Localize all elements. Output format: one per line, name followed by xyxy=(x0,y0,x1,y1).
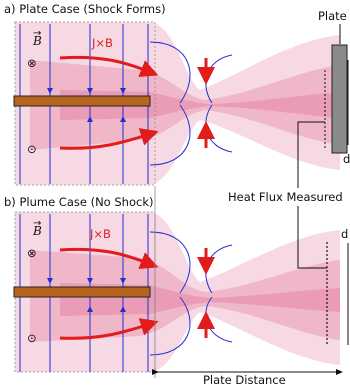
b-field-label-a: B xyxy=(32,34,42,48)
svg-text:→: → xyxy=(33,28,41,39)
into-page-symbol-a: ⊗ xyxy=(27,56,37,70)
plate-distance-label: Plate Distance xyxy=(203,373,286,387)
nozzle-field-curves-b xyxy=(149,231,233,356)
into-page-symbol-b: ⊗ xyxy=(27,246,37,260)
svg-text:→: → xyxy=(33,218,41,229)
electrode-a xyxy=(13,95,151,107)
heat-flux-leader-b xyxy=(297,206,327,269)
electrode-b xyxy=(13,286,151,298)
out-of-page-symbol-a: ⊙ xyxy=(27,142,37,156)
b-field-label-b: B xyxy=(32,224,42,238)
jxb-label-b: J×B xyxy=(89,227,111,241)
panel-a: B → ⊗ ⊙ J×B a) Plate Case (Shock Forms) … xyxy=(4,2,350,186)
plate xyxy=(331,44,348,154)
jxb-arrow-top-b xyxy=(59,247,159,270)
heat-flux-leader-a xyxy=(297,121,325,188)
heat-flux-label: Heat Flux Measured xyxy=(228,190,343,204)
panel-b-title: b) Plume Case (No Shock) xyxy=(4,195,153,209)
out-of-page-symbol-b: ⊙ xyxy=(27,331,37,345)
plume-a xyxy=(15,22,340,185)
panel-a-title: a) Plate Case (Shock Forms) xyxy=(4,2,166,16)
plate-label: Plate xyxy=(318,9,347,23)
panel-b: B → ⊗ ⊙ J×B b) Plume Case (No Shock) d xyxy=(4,195,349,373)
jxb-arrow-bottom-a xyxy=(59,128,159,150)
d-label-a: d xyxy=(343,152,350,166)
jxb-arrow-top-a xyxy=(59,55,159,78)
jxb-arrow-bottom-b xyxy=(59,318,159,340)
d-label-b: d xyxy=(341,227,348,241)
jxb-label-a: J×B xyxy=(91,36,113,50)
